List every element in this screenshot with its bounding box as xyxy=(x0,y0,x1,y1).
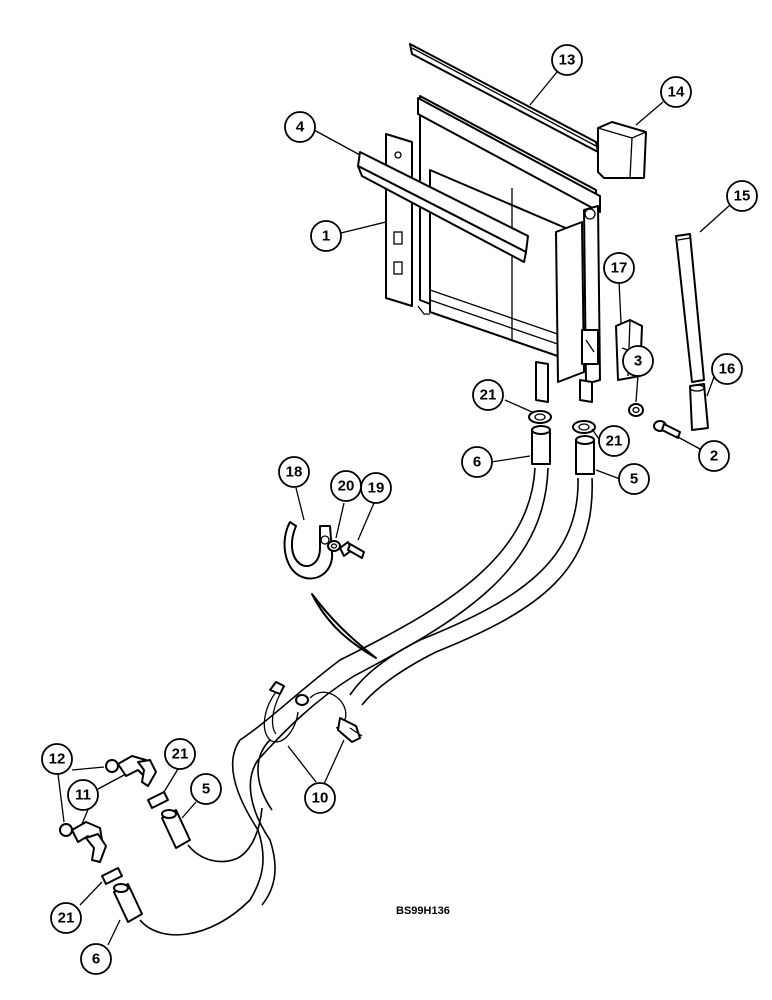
callout-21-upper-right: 21 xyxy=(598,425,630,457)
bolt-19 xyxy=(339,541,365,559)
callout-12-label: 12 xyxy=(49,751,66,768)
hose-clamp-10 xyxy=(263,681,363,743)
callout-21-upper-right-label: 21 xyxy=(606,433,623,450)
clamp-21-lower-upper xyxy=(147,791,169,809)
callout-5-upper: 5 xyxy=(618,463,650,495)
callout-19: 19 xyxy=(360,472,392,504)
callout-3: 3 xyxy=(622,345,654,377)
callout-15-label: 15 xyxy=(734,188,751,205)
callout-16: 16 xyxy=(711,353,743,385)
baffle-channel-4 xyxy=(357,151,529,263)
o-ring-12-upper xyxy=(105,759,119,773)
cooler-assembly xyxy=(385,95,601,403)
callout-4: 4 xyxy=(284,111,316,143)
foam-block-14 xyxy=(597,121,647,179)
leader-lines xyxy=(57,71,731,946)
callout-11: 11 xyxy=(67,779,99,811)
hose-fitting-5-upper xyxy=(575,435,595,475)
hose-fitting-6-upper xyxy=(531,425,551,465)
callout-14: 14 xyxy=(660,76,692,108)
o-ring-12-lower xyxy=(59,823,73,837)
hose-fitting-5-lower xyxy=(161,809,191,849)
callout-1: 1 xyxy=(310,220,342,252)
callout-4-label: 4 xyxy=(296,119,305,136)
clamp-21-lower-lower xyxy=(101,867,123,885)
hose-main xyxy=(139,467,593,936)
seal-strip-16 xyxy=(689,383,709,431)
washer-20 xyxy=(327,540,341,552)
callout-21-lower-lower: 21 xyxy=(50,902,82,934)
callout-13: 13 xyxy=(551,44,583,76)
callout-15: 15 xyxy=(726,180,758,212)
clamp-21-right xyxy=(572,420,596,434)
callout-3-label: 3 xyxy=(634,353,642,370)
callout-6-upper: 6 xyxy=(461,446,493,478)
callout-6-upper-label: 6 xyxy=(473,454,481,471)
elbow-fitting-11-lower xyxy=(71,821,107,863)
nut-3 xyxy=(628,403,644,417)
callout-13-label: 13 xyxy=(559,52,576,69)
reference-code: BS99H136 xyxy=(396,905,450,917)
callout-11-label: 11 xyxy=(75,787,91,804)
callout-5-lower: 5 xyxy=(190,773,222,805)
callout-17-label: 17 xyxy=(611,260,628,277)
callout-18: 18 xyxy=(278,456,310,488)
callout-6-lower-label: 6 xyxy=(92,951,100,968)
callout-6-lower: 6 xyxy=(80,943,112,975)
clip-18 xyxy=(283,521,334,580)
callout-20-label: 20 xyxy=(338,478,355,495)
callout-16-label: 16 xyxy=(719,361,736,378)
callout-18-label: 18 xyxy=(286,464,303,481)
callout-5-upper-label: 5 xyxy=(630,471,638,488)
callout-2: 2 xyxy=(698,440,730,472)
callout-17: 17 xyxy=(603,252,635,284)
elbow-fitting-11-upper xyxy=(117,755,157,787)
callout-21-lower-upper: 21 xyxy=(164,738,196,770)
callout-21-upper-left: 21 xyxy=(472,379,504,411)
callout-21-lower-lower-label: 21 xyxy=(58,910,75,927)
callout-21-upper-left-label: 21 xyxy=(480,387,497,404)
callout-14-label: 14 xyxy=(668,84,685,101)
callout-10-label: 10 xyxy=(312,790,329,807)
hose-fitting-6-lower xyxy=(113,883,143,923)
callout-21-lower-upper-label: 21 xyxy=(172,746,189,763)
clamp-21-left xyxy=(528,410,552,424)
callout-19-label: 19 xyxy=(368,480,385,497)
callout-12: 12 xyxy=(41,743,73,775)
callout-20: 20 xyxy=(330,470,362,502)
callout-5-lower-label: 5 xyxy=(202,781,210,798)
callout-1-label: 1 xyxy=(322,228,330,245)
bolt-2 xyxy=(653,420,681,439)
callout-10: 10 xyxy=(304,782,336,814)
seal-strip-15 xyxy=(675,233,705,383)
callout-2-label: 2 xyxy=(710,448,718,465)
